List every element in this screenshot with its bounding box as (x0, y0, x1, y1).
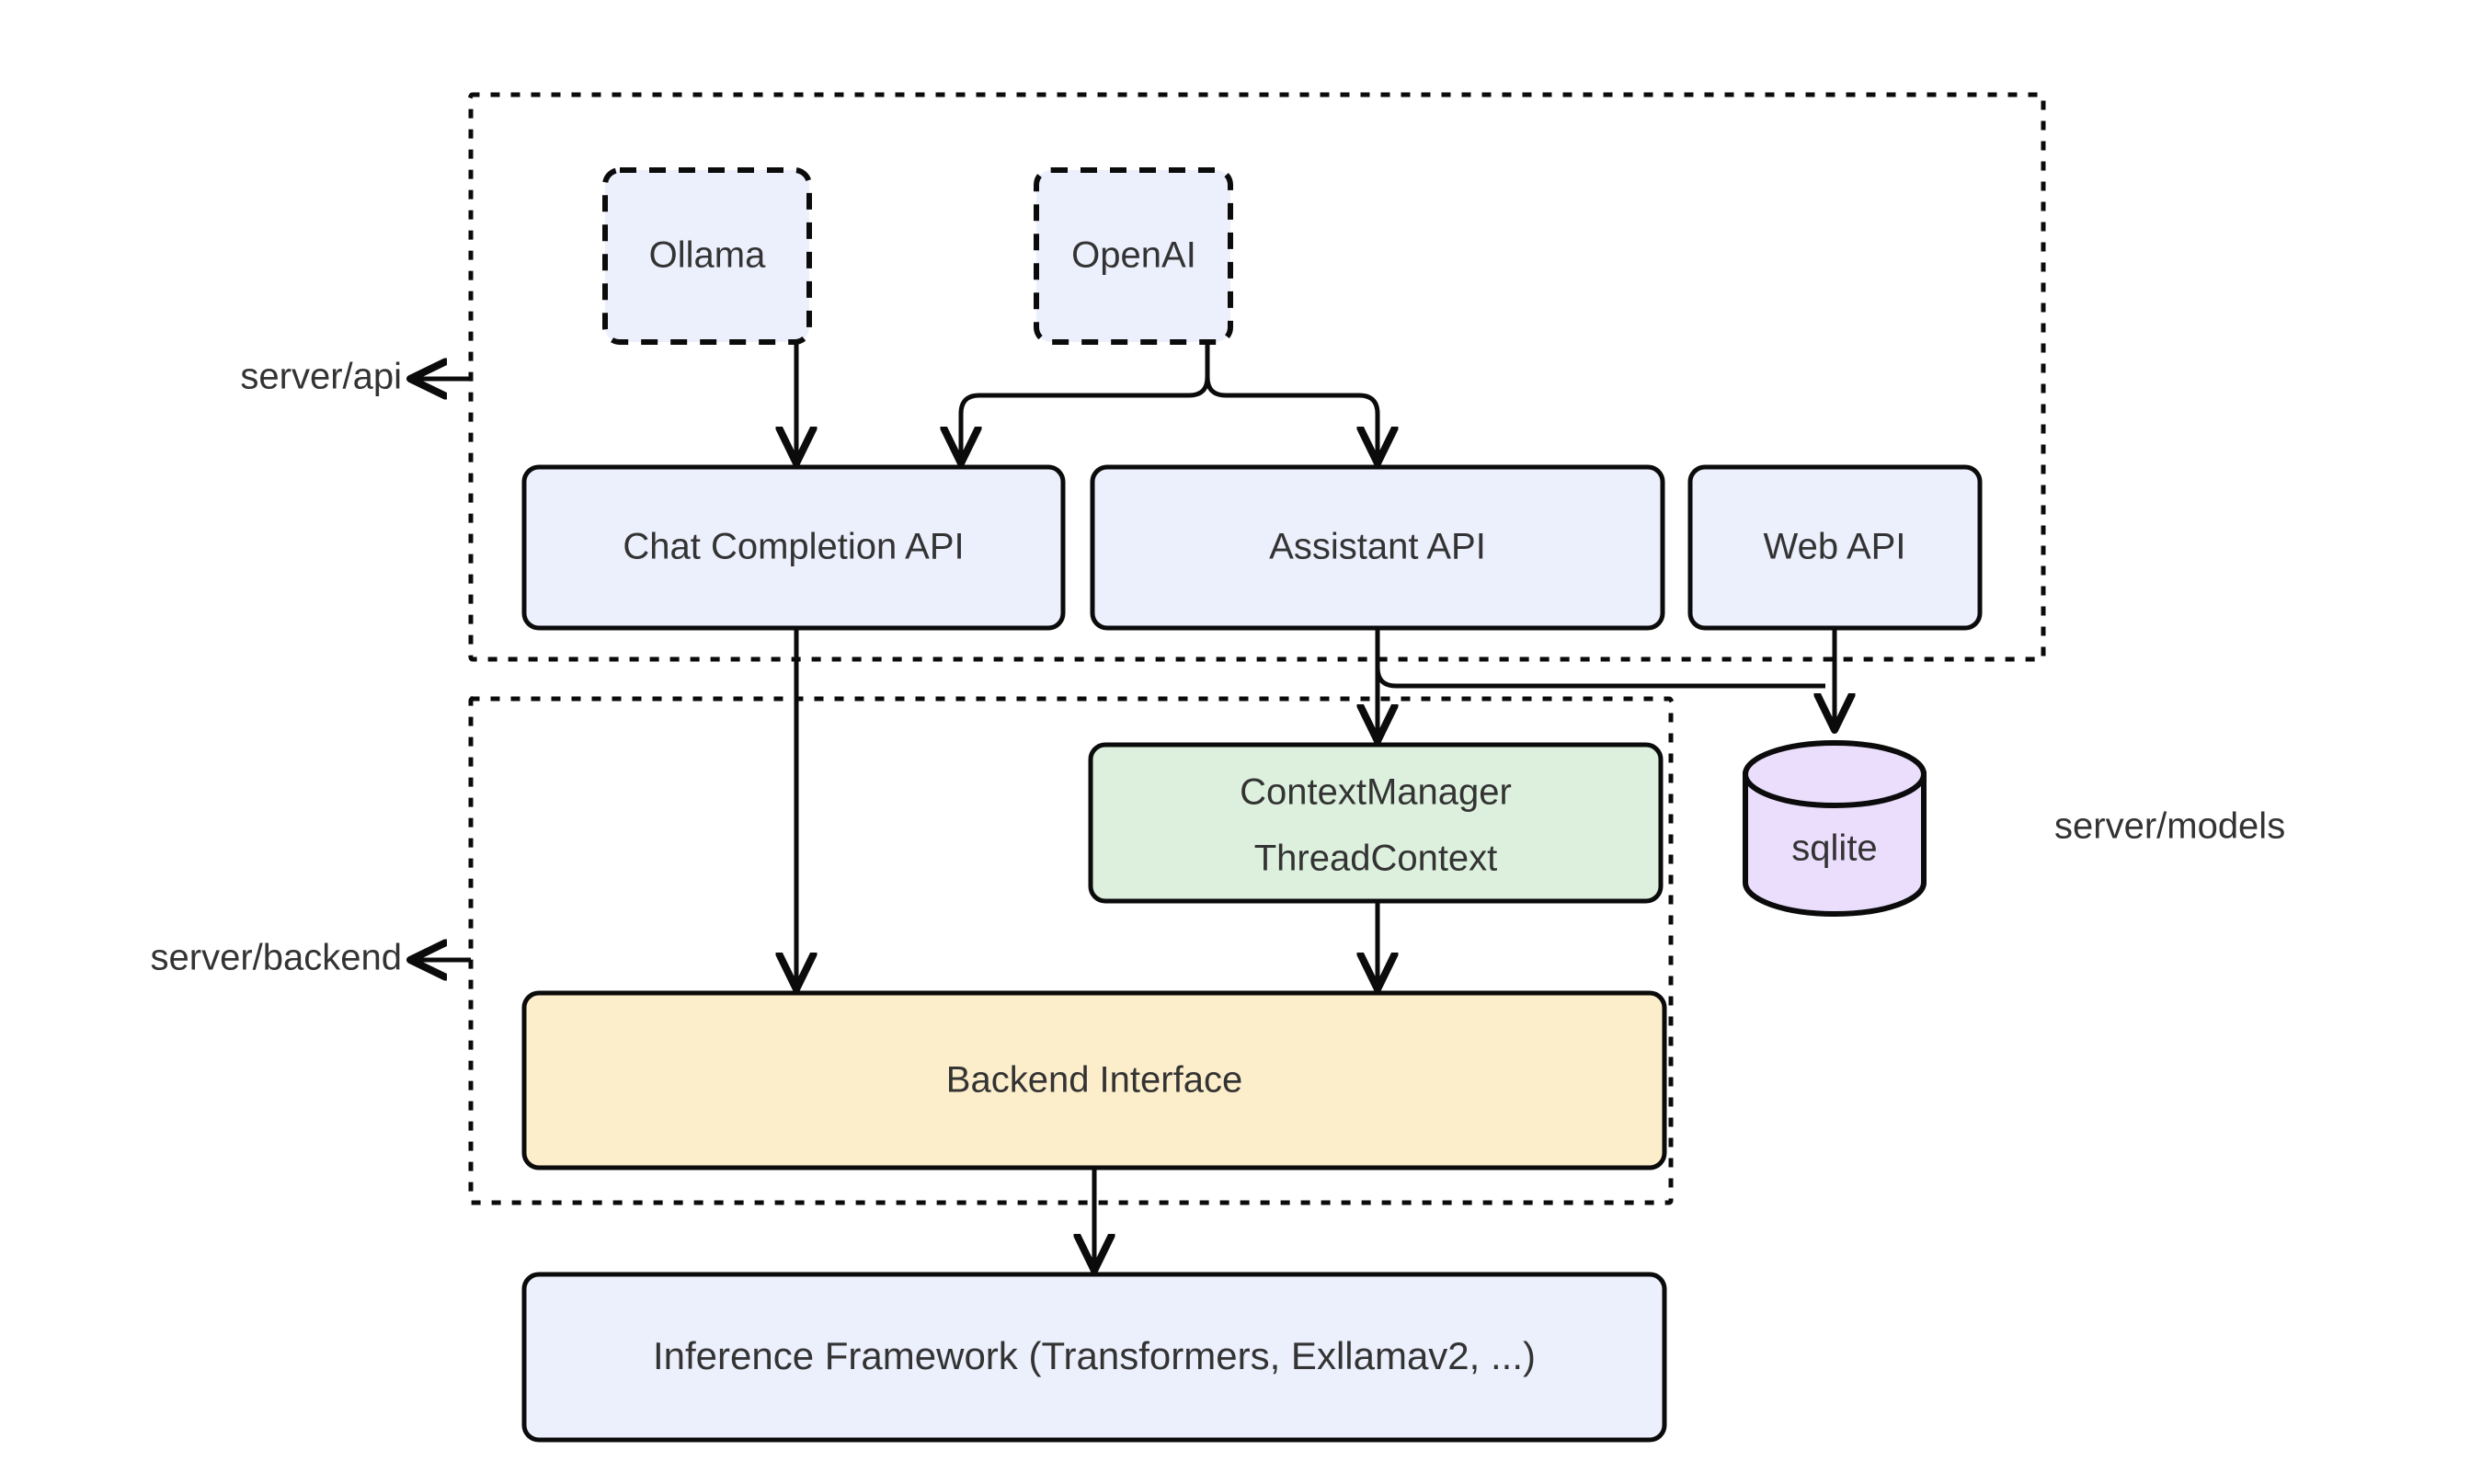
edge-openai-to-chat-completion-api (961, 376, 1210, 460)
edge-assistant-api-to-sqlite-trunk (1375, 628, 1825, 689)
group-label-server-models-text: server/models (2054, 806, 2285, 847)
node-backend-interface-label: Backend Interface (946, 1060, 1242, 1101)
node-inference-framework-label: Inference Framework (Transformers, Exlla… (653, 1334, 1536, 1377)
node-chat-completion-api[interactable]: Chat Completion API (521, 464, 1066, 631)
node-chat-completion-api-label: Chat Completion API (623, 527, 964, 567)
node-assistant-api[interactable]: Assistant API (1090, 464, 1665, 631)
node-web-api-label: Web API (1764, 527, 1906, 567)
node-ollama[interactable]: Ollama (602, 167, 812, 345)
node-sqlite-label: sqlite (1791, 828, 1877, 869)
node-assistant-api-label: Assistant API (1269, 527, 1486, 567)
node-sqlite[interactable]: sqlite (1743, 740, 1927, 917)
group-label-server-api-text: server/api (240, 357, 402, 397)
node-context-manager-label-line2: ThreadContext (1254, 839, 1498, 879)
node-web-api[interactable]: Web API (1687, 464, 1983, 631)
node-ollama-label: Ollama (649, 235, 766, 276)
node-openai-label: OpenAI (1071, 235, 1196, 276)
group-label-server-backend: server/backend (151, 938, 471, 978)
edge-openai-to-assistant-api (1205, 376, 1378, 460)
group-label-server-models: server/models (2054, 806, 2285, 847)
node-inference-framework[interactable]: Inference Framework (Transformers, Exlla… (521, 1272, 1667, 1443)
group-label-server-backend-text: server/backend (151, 938, 402, 978)
node-context-manager[interactable]: ContextManager ThreadContext (1088, 742, 1664, 904)
node-backend-interface[interactable]: Backend Interface (521, 990, 1667, 1170)
group-label-server-api: server/api (240, 357, 471, 397)
node-context-manager-label-line1: ContextManager (1240, 772, 1512, 813)
node-openai[interactable]: OpenAI (1034, 167, 1233, 345)
